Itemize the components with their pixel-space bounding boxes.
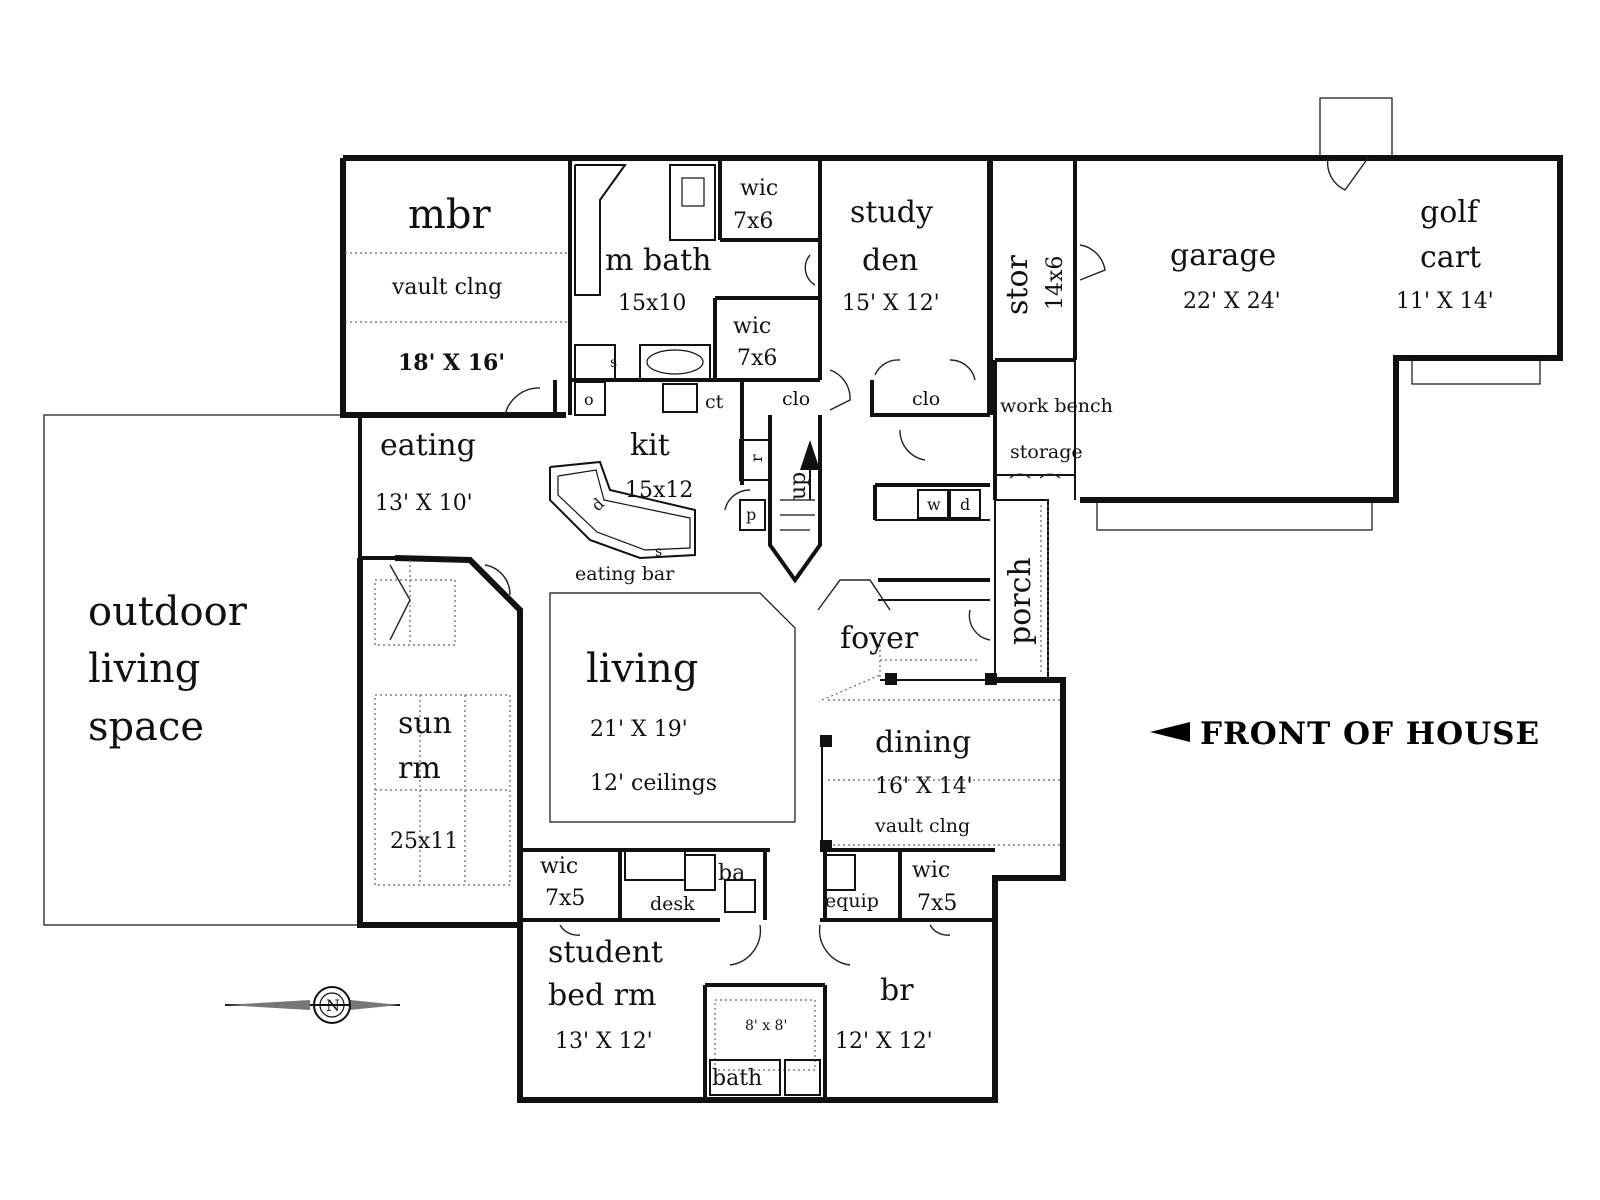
fridge-label: r xyxy=(747,454,766,462)
wic-mid-name: wic xyxy=(733,314,771,339)
outdoor-line1: outdoor xyxy=(88,589,248,635)
study-line2: den xyxy=(862,243,918,278)
golf-line2: cart xyxy=(1420,240,1481,275)
stor-name: stor xyxy=(1000,254,1035,315)
kit-size: 15x12 xyxy=(625,478,693,503)
stair-up-label: up xyxy=(786,472,811,500)
equip-label: equip xyxy=(825,890,879,912)
bath-size-label: 8' x 8' xyxy=(745,1018,787,1034)
golf-size: 11' X 14' xyxy=(1396,289,1494,314)
compass-letter: N xyxy=(326,996,340,1015)
ct-label: ct xyxy=(705,391,724,413)
kit-name: kit xyxy=(630,428,670,463)
wic-se-size: 7x5 xyxy=(917,891,957,916)
storage-label: storage xyxy=(1010,441,1083,463)
ba-label: ba xyxy=(718,861,745,886)
mbr-name: mbr xyxy=(408,192,492,238)
detail-lines xyxy=(345,164,1060,1096)
br-size: 12' X 12' xyxy=(835,1029,933,1054)
golf-line1: golf xyxy=(1420,195,1480,230)
outdoor-line3: space xyxy=(88,704,204,750)
dining-name: dining xyxy=(875,725,971,760)
foyer-name: foyer xyxy=(840,621,919,656)
sunrm-line2: rm xyxy=(398,751,441,786)
front-of-house-text: FRONT OF HOUSE xyxy=(1200,716,1540,752)
living-note: 12' ceilings xyxy=(590,771,717,796)
washer-label: w xyxy=(927,495,941,514)
clo-label-stair: clo xyxy=(782,388,810,410)
living-size: 21' X 19' xyxy=(590,717,688,742)
garage-size: 22' X 24' xyxy=(1183,289,1281,314)
door-swings xyxy=(389,157,1369,966)
sunrm-size: 25x11 xyxy=(390,829,458,854)
stor-size: 14x6 xyxy=(1043,256,1068,310)
porch-name: porch xyxy=(1003,557,1038,645)
wic-se-name: wic xyxy=(912,858,950,883)
front-of-house-label: FRONT OF HOUSE xyxy=(1150,716,1540,752)
student-line1: student xyxy=(548,935,663,970)
living-name: living xyxy=(586,646,698,692)
desk-label: desk xyxy=(650,893,695,915)
kitchen-sink-label: s xyxy=(655,544,662,560)
clo-label-study: clo xyxy=(912,388,940,410)
eating-name: eating xyxy=(380,428,476,463)
study-size: 15' X 12' xyxy=(842,291,940,316)
sunrm-line1: sun xyxy=(398,706,452,741)
front-arrow-icon xyxy=(1150,722,1190,742)
fixture-labels: ct clo clo work bench storage eating bar… xyxy=(575,355,1113,1091)
eating-bar-label: eating bar xyxy=(575,563,675,585)
compass: N xyxy=(225,986,400,1024)
study-line1: study xyxy=(850,195,933,230)
wic-top-name: wic xyxy=(740,176,778,201)
wic-sw-size: 7x5 xyxy=(545,886,585,911)
outdoor-line2: living xyxy=(88,646,200,692)
pantry-label: p xyxy=(746,505,756,524)
mbath-name: m bath xyxy=(605,243,711,278)
mbr-note: vault clng xyxy=(391,275,502,300)
mbath-size: 15x10 xyxy=(618,291,686,316)
dryer-label: d xyxy=(960,495,970,514)
eating-size: 13' X 10' xyxy=(375,491,473,516)
student-line2: bed rm xyxy=(548,978,657,1013)
wic-mid-size: 7x6 xyxy=(737,346,777,371)
dining-size: 16' X 14' xyxy=(875,774,973,799)
mbr-size: 18' X 16' xyxy=(398,350,505,376)
room-labels: mbr vault clng 18' X 16' m bath 15x10 wi… xyxy=(88,176,1494,1054)
wic-sw-name: wic xyxy=(540,854,578,879)
garage-name: garage xyxy=(1170,238,1276,273)
dining-note: vault clng xyxy=(874,815,970,837)
bath-sink-label: s xyxy=(610,355,617,371)
wic-top-size: 7x6 xyxy=(733,209,773,234)
student-size: 13' X 12' xyxy=(555,1029,653,1054)
bath-label: bath xyxy=(712,1066,762,1091)
br-name: br xyxy=(880,973,914,1008)
dishwasher-label: d xyxy=(587,494,608,515)
work-bench-label: work bench xyxy=(1000,395,1113,417)
oven-label: o xyxy=(584,390,594,409)
